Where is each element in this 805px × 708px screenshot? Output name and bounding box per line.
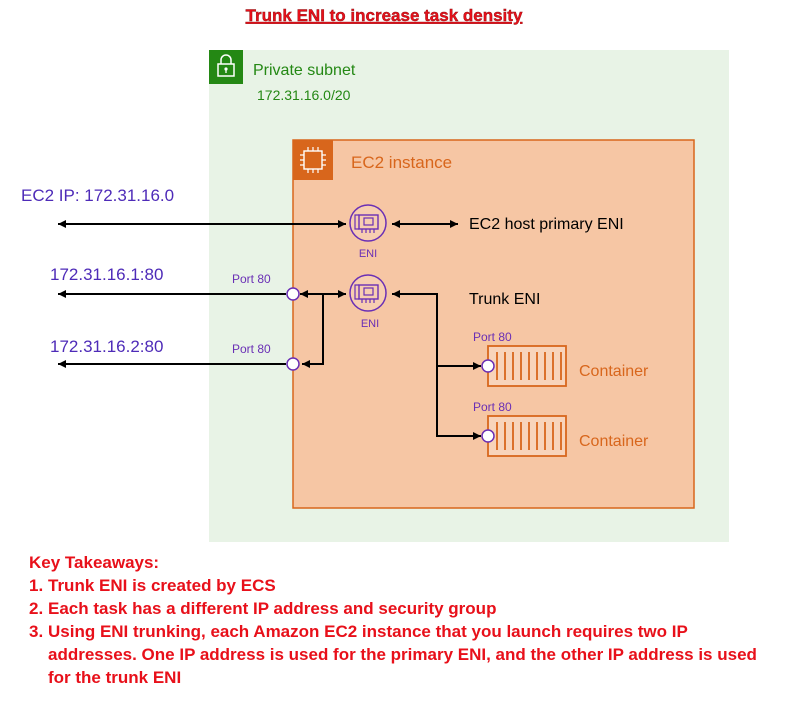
takeaway-number: 1.: [29, 576, 44, 595]
primary-eni-icon: [349, 204, 387, 242]
takeaway-number: 3.: [29, 622, 44, 641]
ext-port1-label: Port 80: [232, 272, 271, 286]
container2-port-label: Port 80: [473, 400, 512, 414]
container2-port: [481, 429, 495, 443]
port2-link: [302, 294, 324, 368]
primary-eni-desc: EC2 host primary ENI: [469, 216, 624, 233]
trunk-eni-icon: [349, 274, 387, 312]
takeaway-item: 2. Each task has a different IP address …: [29, 597, 768, 620]
subnet-cidr: 172.31.16.0/20: [257, 87, 351, 103]
container1-port-label: Port 80: [473, 330, 512, 344]
ec2-ip-label: EC2 IP: 172.31.16.0: [21, 186, 174, 205]
ec2-instance-box: [292, 139, 695, 509]
container1-label: Container: [579, 363, 649, 380]
trunk-eni-desc: Trunk ENI: [469, 291, 540, 308]
lock-icon: [209, 50, 243, 84]
takeaways-heading: Key Takeaways:: [29, 553, 160, 572]
chip-icon: [293, 140, 333, 180]
takeaway-number: 2.: [29, 599, 44, 618]
task2-ip-label: 172.31.16.2:80: [50, 337, 163, 356]
ext-port2-label: Port 80: [232, 342, 271, 356]
takeaway-text: Each task has a different IP address and…: [48, 599, 497, 618]
container2-label: Container: [579, 433, 649, 450]
takeaway-text: Using ENI trunking, each Amazon EC2 inst…: [48, 622, 757, 687]
trunk-to-container1: [392, 290, 481, 370]
takeaway-item: 1. Trunk ENI is created by ECS: [29, 574, 768, 597]
container1-port: [481, 359, 495, 373]
container-icon: [487, 415, 567, 457]
takeaway-text: Trunk ENI is created by ECS: [48, 576, 276, 595]
ext-port2: [286, 357, 300, 371]
subnet-label: Private subnet: [253, 62, 356, 79]
trunk-eni-label: ENI: [361, 318, 379, 330]
instance-label: EC2 instance: [351, 153, 452, 172]
takeaway-item: 3. Using ENI trunking, each Amazon EC2 i…: [29, 620, 768, 689]
primary-eni-label: ENI: [359, 248, 377, 260]
container-icon: [487, 345, 567, 387]
key-takeaways: Key Takeaways: 1. Trunk ENI is created b…: [29, 551, 768, 689]
diagram-title: Trunk ENI to increase task density: [246, 6, 523, 25]
trunk-to-container2: [436, 366, 481, 440]
task1-ip-label: 172.31.16.1:80: [50, 265, 163, 284]
ext-port1: [286, 287, 300, 301]
